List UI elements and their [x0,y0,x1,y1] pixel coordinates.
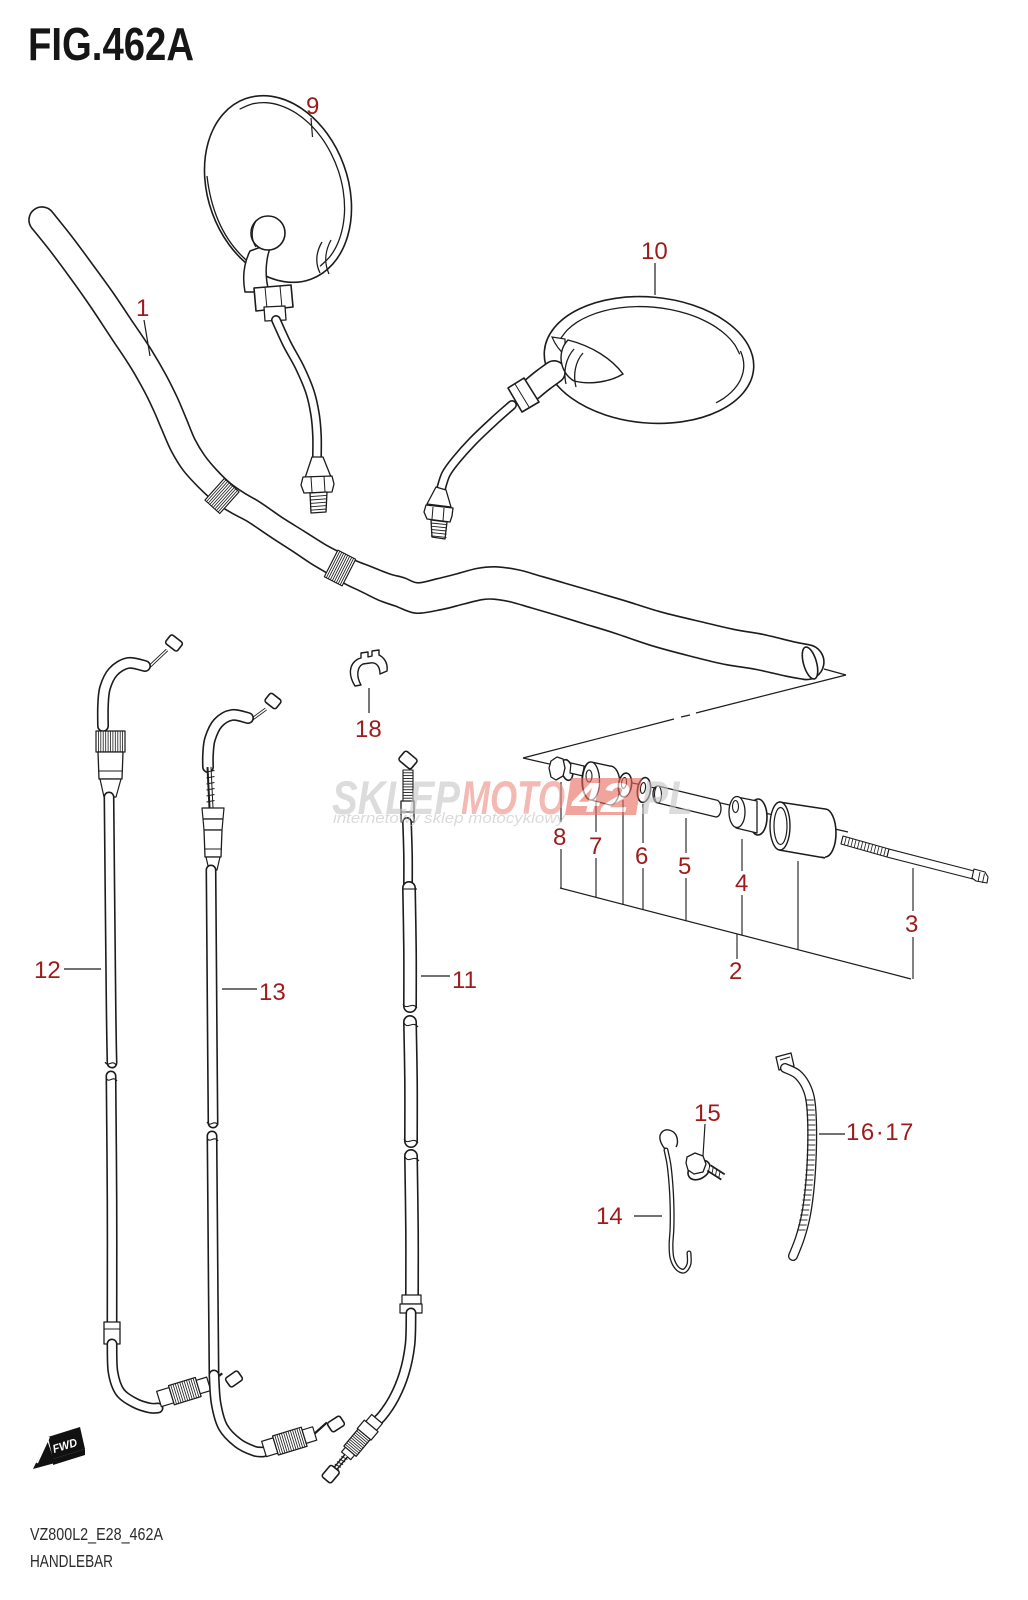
svg-text:2: 2 [729,958,742,985]
svg-text:3: 3 [905,911,918,938]
svg-text:10: 10 [641,238,668,265]
svg-text:1: 1 [136,295,149,322]
svg-text:HANDLEBAR: HANDLEBAR [30,1551,113,1571]
svg-text:12: 12 [34,957,61,984]
svg-text:MOTO: MOTO [461,771,565,824]
svg-text:6: 6 [635,843,648,870]
svg-text:4: 4 [735,870,748,897]
svg-text:SKLEP: SKLEP [332,771,461,824]
svg-text:PL: PL [641,771,693,824]
svg-text:7: 7 [589,833,602,860]
svg-text:42: 42 [571,774,630,821]
svg-text:8: 8 [553,824,566,851]
svg-text:5: 5 [678,853,691,880]
svg-text:15: 15 [694,1100,721,1127]
svg-text:internetowy sklep motocyklowy: internetowy sklep motocyklowy [333,810,567,827]
svg-text:VZ800L2_E28_462A: VZ800L2_E28_462A [30,1524,163,1545]
svg-text:18: 18 [355,716,382,743]
svg-text:9: 9 [306,93,319,120]
svg-text:13: 13 [259,979,286,1006]
svg-text:16·17: 16·17 [846,1119,915,1146]
svg-text:14: 14 [596,1203,623,1230]
svg-text:11: 11 [452,967,477,994]
svg-text:FIG.462A: FIG.462A [28,18,194,70]
